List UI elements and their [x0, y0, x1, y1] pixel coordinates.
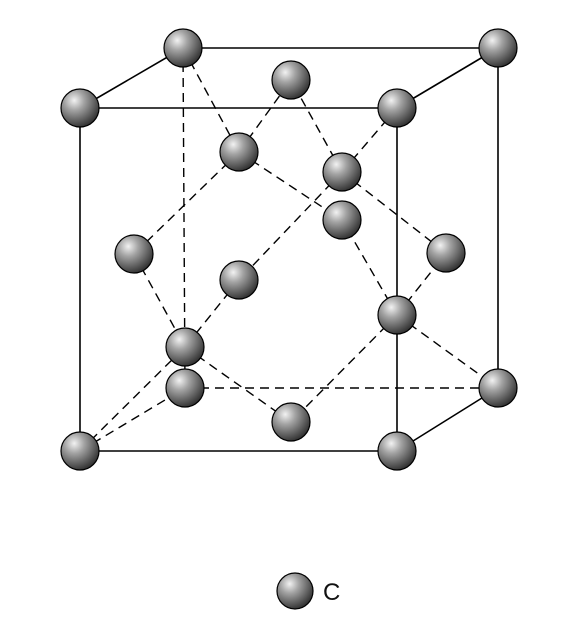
carbon-atom: [60, 88, 100, 128]
carbon-atom: [60, 431, 100, 471]
cube-edge-top-left: [79, 47, 184, 109]
carbon-atom: [377, 431, 417, 471]
carbon-atom: [478, 368, 518, 408]
carbon-atom: [426, 233, 466, 273]
bond-line: [184, 346, 292, 423]
carbon-atom: [377, 88, 417, 128]
bond-line: [79, 346, 186, 452]
bond-line: [238, 151, 343, 221]
carbon-atom: [322, 152, 362, 192]
carbon-atom: [271, 402, 311, 442]
carbon-atom: [322, 200, 362, 240]
cube-edges: [79, 47, 499, 452]
carbon-atom: [114, 234, 154, 274]
atoms: [60, 28, 518, 471]
carbon-atom: [271, 60, 311, 100]
carbon-atom: [478, 28, 518, 68]
bond-line: [238, 171, 343, 281]
carbon-atom: [377, 295, 417, 335]
carbon-atom-icon: [276, 572, 314, 610]
carbon-atom: [165, 368, 205, 408]
cube-edge-bottom-right: [396, 387, 499, 452]
bond-line: [341, 171, 447, 254]
hidden-edge-bottom-left: [79, 387, 186, 452]
carbon-atom: [219, 132, 259, 172]
carbon-atom: [219, 260, 259, 300]
carbon-atom: [165, 327, 205, 367]
bond-line: [290, 314, 398, 423]
legend-label: C: [323, 579, 340, 606]
bond-line: [182, 47, 240, 153]
bond-line: [133, 151, 240, 255]
carbon-atom: [163, 28, 203, 68]
hidden-edge-back-left: [182, 47, 186, 389]
bond-line: [396, 314, 499, 389]
legend: C: [276, 572, 340, 610]
